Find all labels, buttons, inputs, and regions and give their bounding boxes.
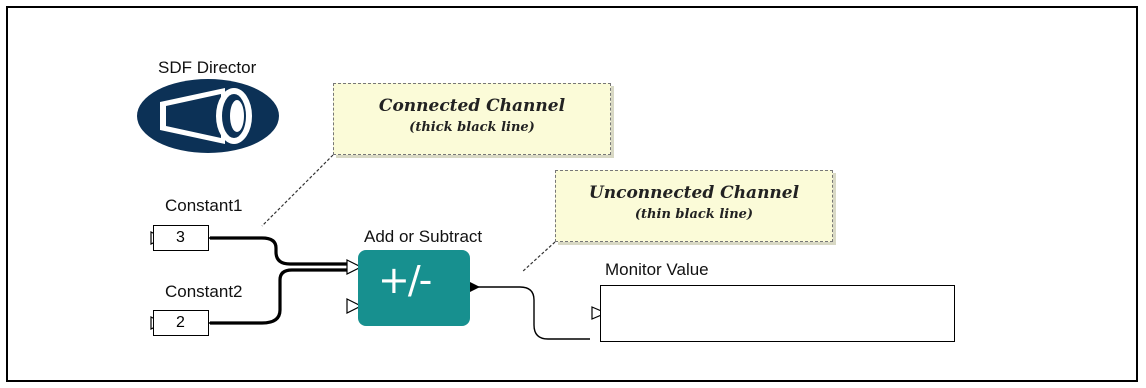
unconnected-callout-title: Unconnected Channel [588, 183, 800, 203]
monitor-value-actor[interactable] [600, 285, 955, 342]
constant1-actor[interactable]: 3 [153, 225, 209, 251]
constant2-actor[interactable]: 2 [153, 310, 209, 336]
connected-callout-leader [261, 154, 334, 227]
constant2-label: Constant2 [165, 282, 243, 301]
adder-label: Add or Subtract [364, 227, 483, 246]
megaphone-icon[interactable] [137, 79, 279, 153]
connected-callout-title: Connected Channel [378, 96, 566, 116]
monitor-label: Monitor Value [605, 260, 709, 279]
connected-channel-1[interactable] [210, 236, 350, 266]
unconnected-callout-leader [521, 241, 556, 273]
plus-minus-symbol: +/- [378, 258, 432, 302]
unconnected-callout-subtitle: (thin black line) [634, 207, 754, 222]
monitor-input-port-icon[interactable] [591, 306, 608, 320]
adder-minus-port-icon[interactable] [346, 298, 363, 314]
director-label: SDF Director [158, 58, 257, 77]
constant1-value: 3 [176, 229, 185, 246]
connected-channel-callout: Connected Channel (thick black line) [333, 83, 611, 155]
connected-callout-subtitle: (thick black line) [409, 120, 535, 135]
adder-plus-port-icon[interactable] [346, 259, 363, 275]
constant2-value: 2 [176, 314, 185, 331]
unconnected-channel[interactable] [478, 286, 590, 340]
add-or-subtract-actor[interactable]: +/- [358, 250, 470, 326]
unconnected-channel-callout: Unconnected Channel (thin black line) [555, 170, 833, 242]
constant1-label: Constant1 [165, 196, 243, 215]
connected-channel-2[interactable] [210, 268, 350, 325]
